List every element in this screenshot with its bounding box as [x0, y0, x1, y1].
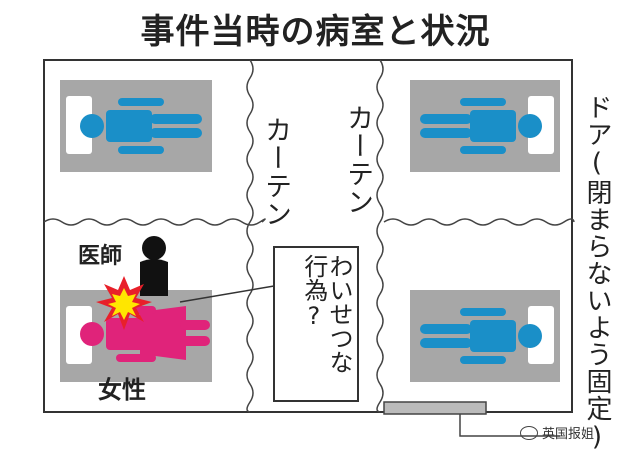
bed-top-left	[60, 80, 212, 172]
curtain-left-label: カーテン	[260, 116, 291, 228]
doctor-figure	[140, 236, 168, 296]
watermark: 英国报姐	[520, 423, 594, 442]
door	[383, 401, 487, 415]
curtain-left-line	[246, 59, 254, 413]
bed-top-right	[410, 80, 560, 172]
curtain-right-label: カーテン	[342, 104, 373, 216]
speech-bubble: わいせつな 行為?	[273, 246, 359, 402]
patient-top-left	[80, 98, 202, 154]
wechat-icon	[520, 425, 538, 440]
woman-figure	[80, 306, 210, 362]
bubble-line-1: わいせつな	[325, 254, 353, 374]
bubble-line-2: 行為?	[299, 254, 328, 330]
curtain-right-line	[376, 59, 384, 413]
flash-icon	[96, 276, 152, 330]
door-label: ドア(閉まらないよう固定)	[582, 94, 612, 453]
watermark-text: 英国报姐	[542, 427, 595, 442]
bubble-text: わいせつな 行為?	[299, 254, 353, 400]
curtain-divider-left	[43, 218, 266, 226]
diagram-title: 事件当時の病室と状況	[140, 12, 491, 52]
room-outline	[43, 59, 573, 413]
bed-bottom-right	[410, 290, 560, 382]
doctor-label: 医師	[78, 244, 123, 269]
bubble-tail	[179, 285, 275, 303]
woman-label: 女性	[98, 376, 146, 404]
curtain-divider-right	[383, 218, 575, 226]
patient-bottom-right	[420, 308, 542, 364]
patient-top-right	[420, 98, 542, 154]
